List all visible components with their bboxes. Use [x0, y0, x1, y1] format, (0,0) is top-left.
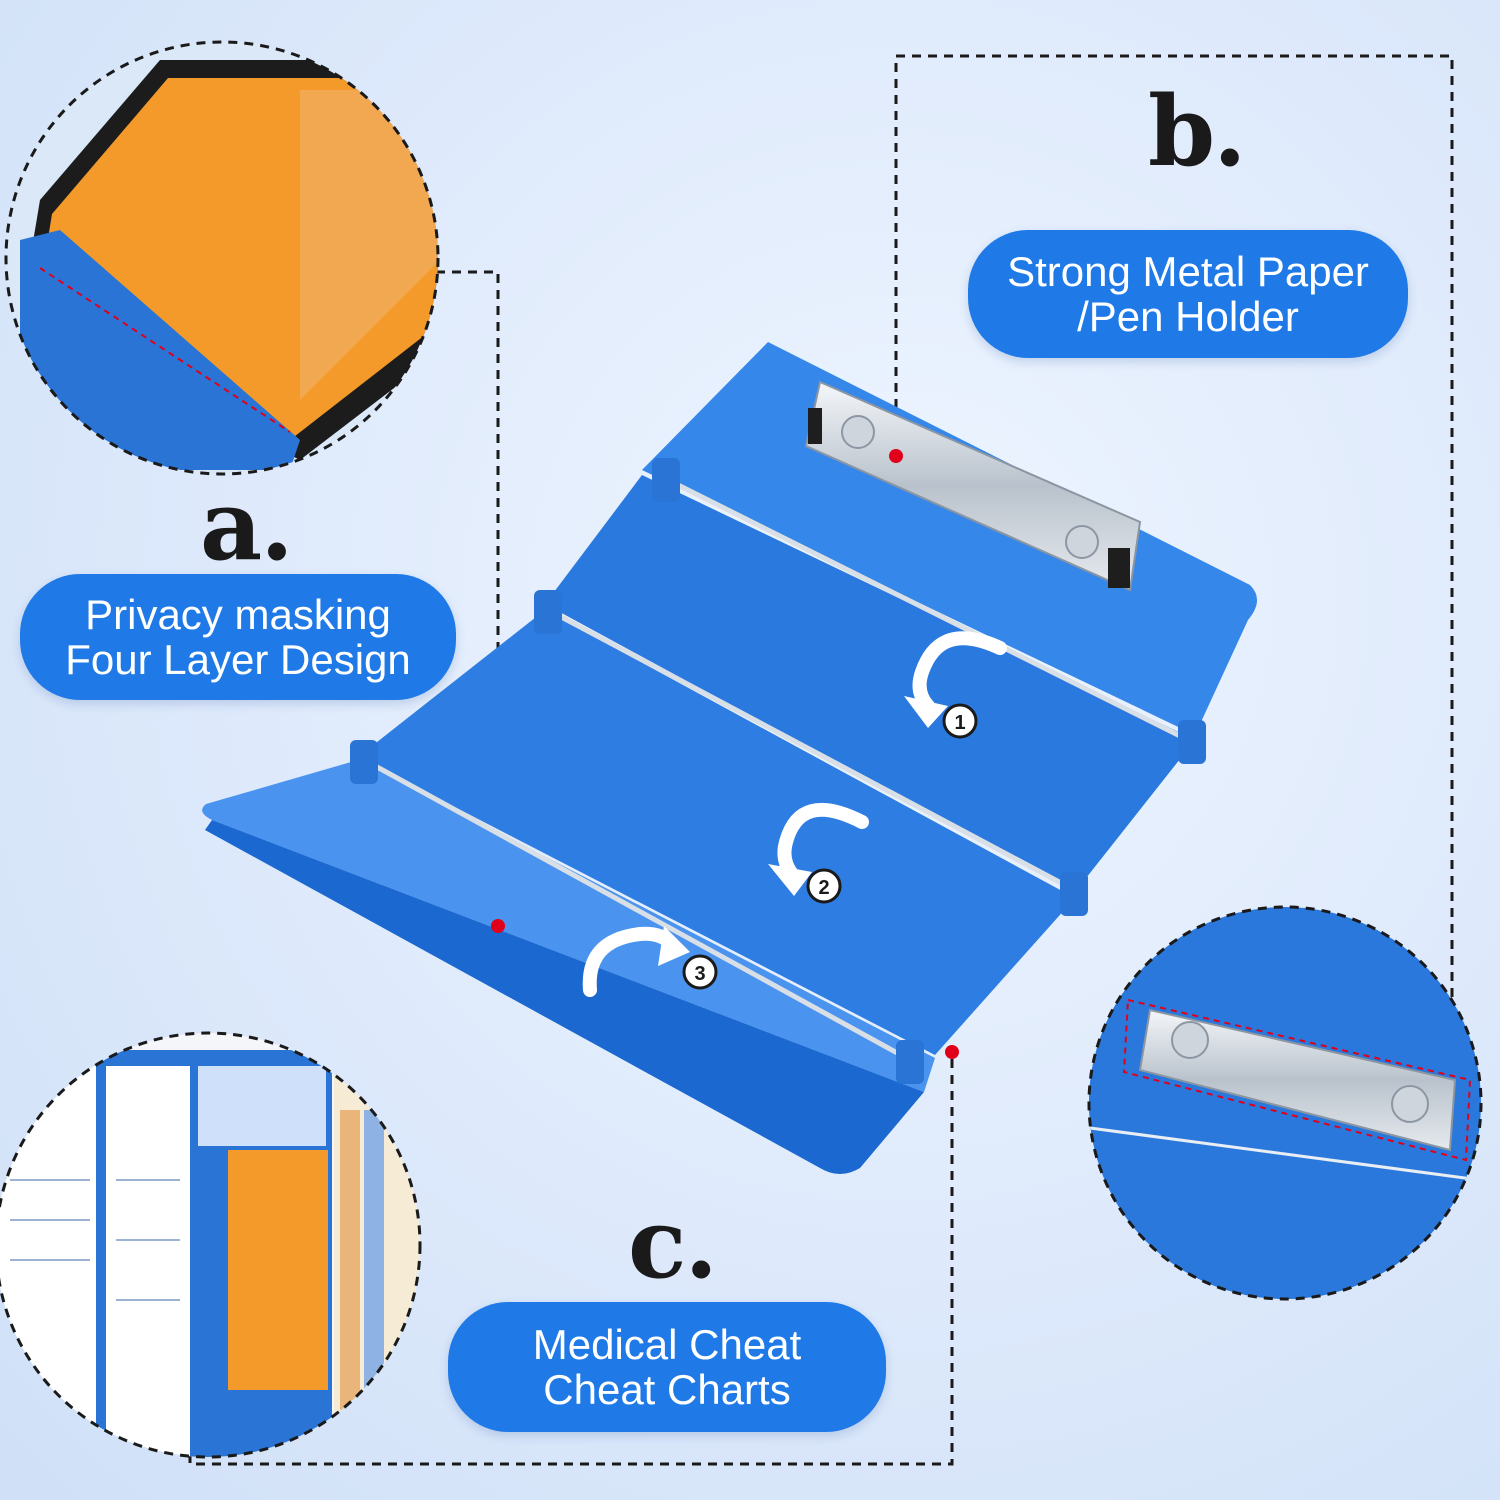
zoom-circle-b	[1087, 905, 1483, 1301]
callout-a-line2: Four Layer Design	[65, 636, 411, 683]
callout-c-pill: Medical Cheat Cheat Charts	[448, 1302, 886, 1432]
zoom-circle-a	[4, 40, 440, 476]
callout-c-line1: Medical Cheat	[532, 1320, 802, 1368]
callout-a-letter: a.	[200, 469, 294, 582]
metal-clip	[804, 380, 1142, 592]
zoom-circle-c	[0, 1031, 422, 1459]
callout-b-letter: b.	[1148, 75, 1247, 188]
callout-a-line1: Privacy masking	[85, 590, 391, 638]
red-markers	[491, 449, 959, 1059]
step-2-label: 2	[818, 877, 829, 899]
step-3-label: 3	[694, 963, 705, 985]
clipboard: 1 2 3	[202, 342, 1258, 1174]
step-markers: 1 2 3	[682, 703, 978, 990]
callout-a-pill: Privacy masking Four Layer Design	[20, 574, 456, 700]
callout-b-line2: /Pen Holder	[1077, 293, 1299, 340]
callout-c-letter: c.	[628, 1187, 718, 1300]
callout-c-line2: Cheat Charts	[543, 1366, 791, 1413]
callout-b-line1: Strong Metal Paper	[1007, 247, 1369, 295]
callout-b-pill: Strong Metal Paper /Pen Holder	[968, 230, 1408, 358]
step-1-label: 1	[954, 712, 965, 734]
